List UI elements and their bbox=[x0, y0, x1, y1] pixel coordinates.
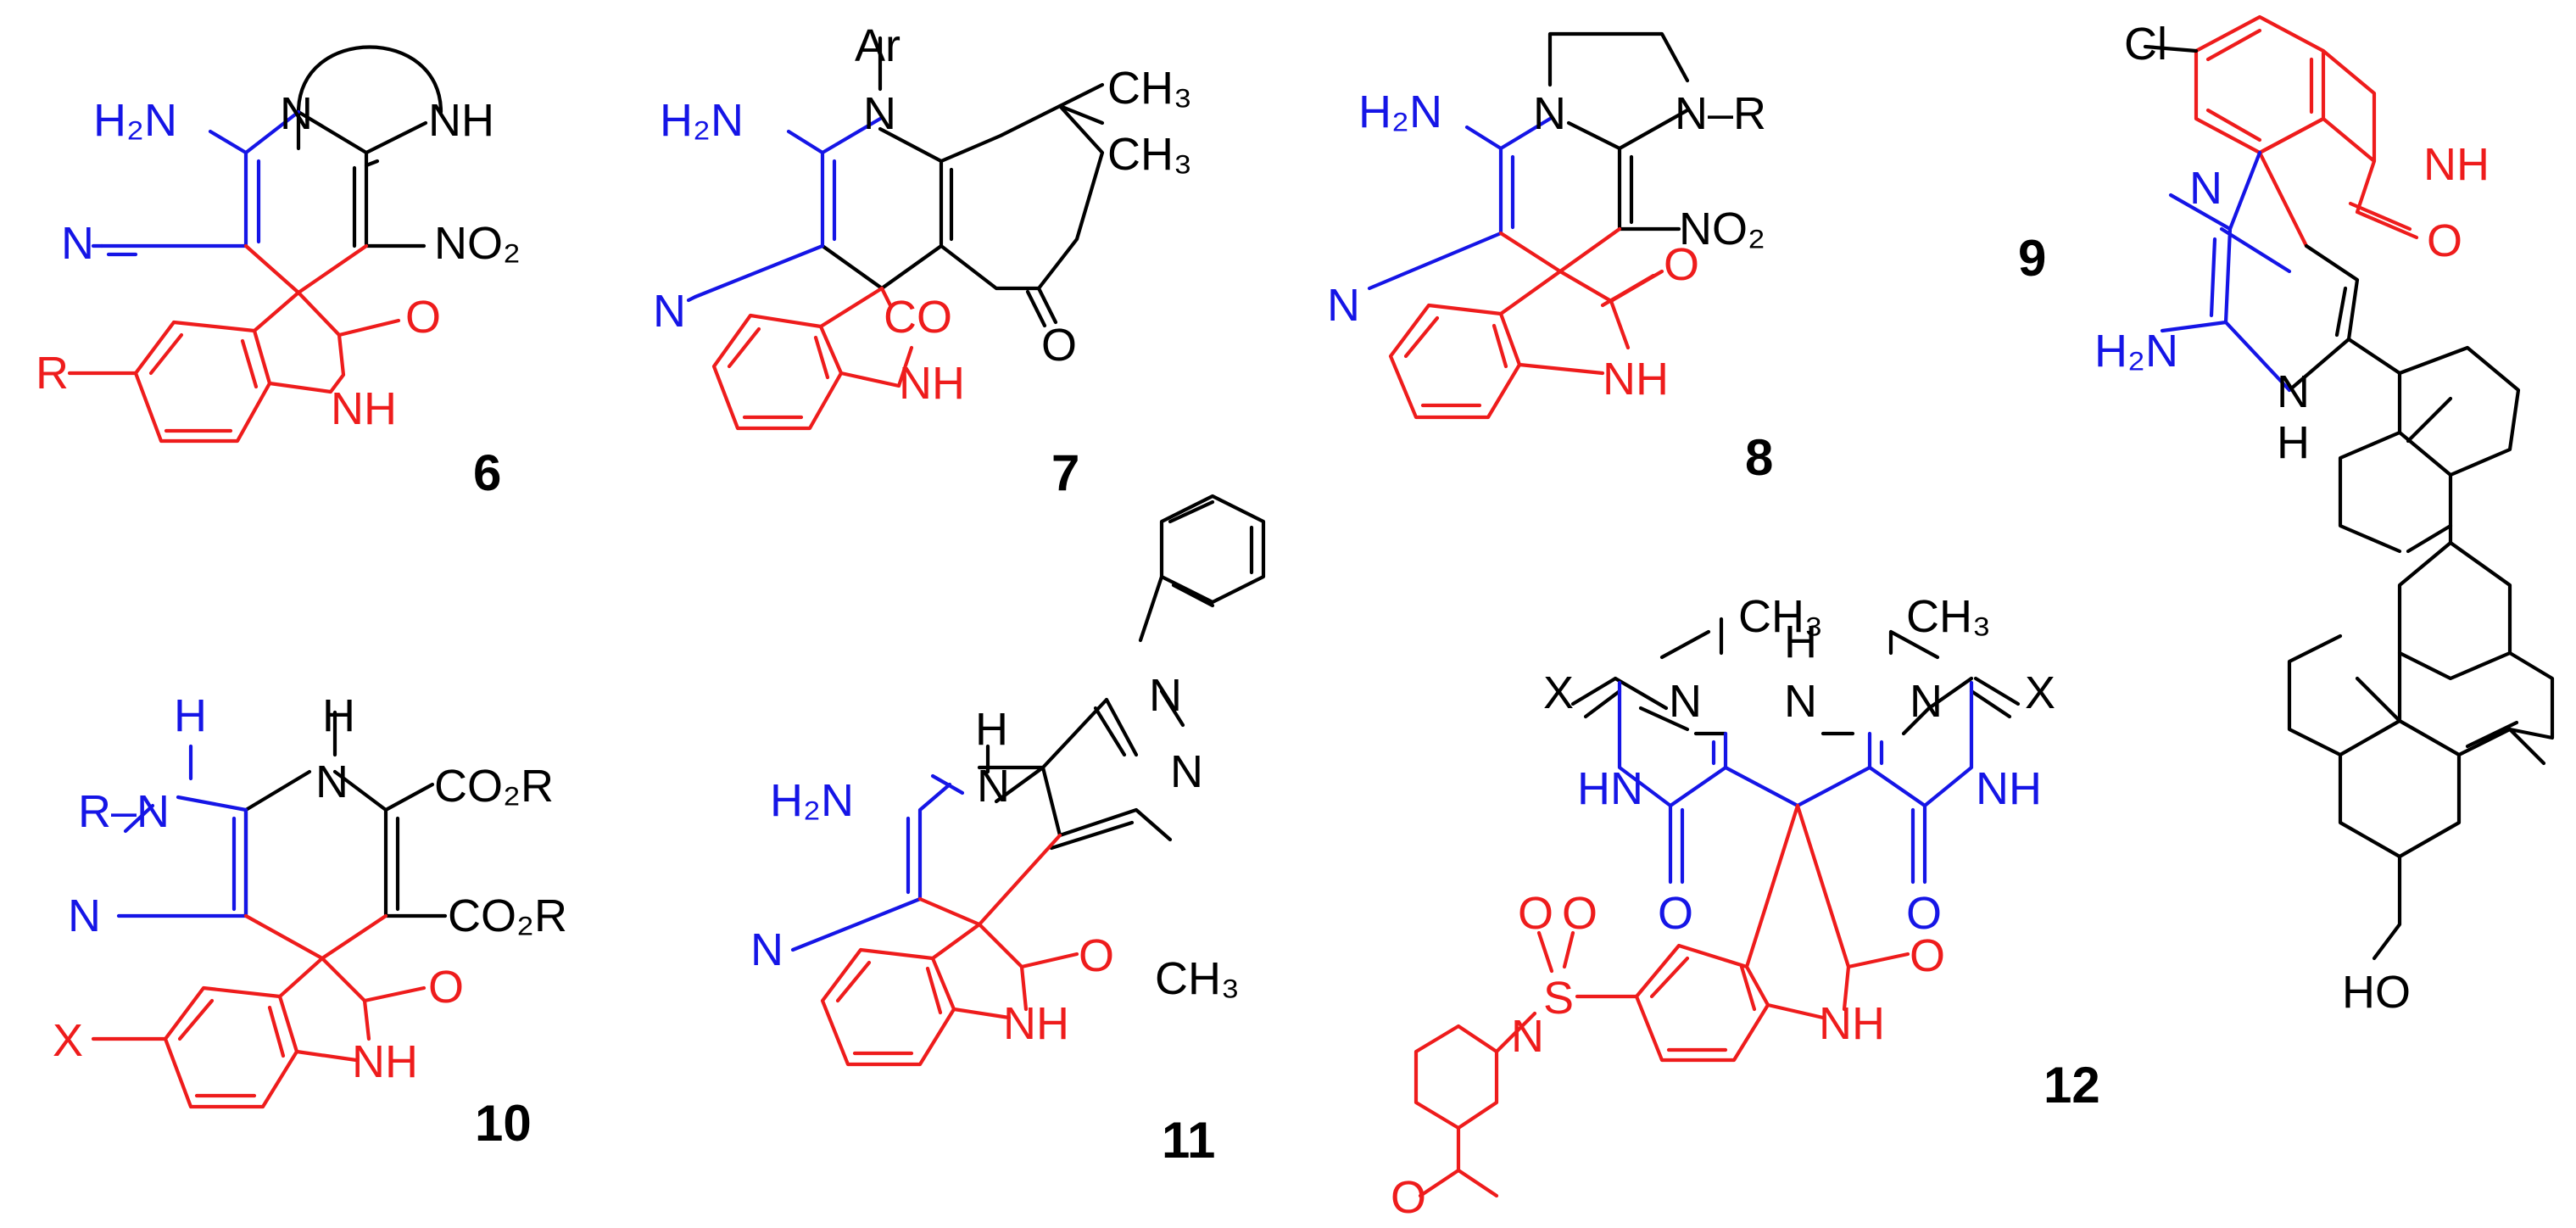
c10-ring-n: N bbox=[315, 756, 348, 807]
c8-compound-number: 8 bbox=[1745, 429, 1773, 486]
c12-sulfonyl-o1: O bbox=[1518, 888, 1553, 939]
c6-lactam-nh: NH bbox=[331, 383, 397, 434]
compound-8: H₂N N N–R NO₂ N O NH 8 bbox=[1327, 31, 1773, 486]
c12-sulfonyl-o2: O bbox=[1562, 888, 1597, 939]
compound-9-labels: Cl NH O N H₂N N H HO 9 bbox=[2018, 19, 2490, 1018]
c6-nitrile-n: N bbox=[61, 218, 94, 269]
c10-amine-h: H bbox=[174, 690, 207, 741]
c8-amino: H₂N bbox=[1358, 87, 1442, 137]
c9-hydroxyl: HO bbox=[2342, 967, 2411, 1018]
c12-morpholine-n: N bbox=[1511, 1011, 1544, 1062]
c6-n-ring: N bbox=[280, 88, 313, 139]
c7-methyl-1: CH₃ bbox=[1107, 63, 1192, 114]
c12-center-n: N bbox=[1784, 676, 1817, 727]
c11-compound-number: 11 bbox=[1162, 1112, 1215, 1169]
c11-pyrazole-n1: N bbox=[1149, 670, 1182, 721]
c12-morpholine-o: O bbox=[1391, 1172, 1426, 1223]
c12-x-left: X bbox=[1543, 667, 1574, 718]
c11-nitrile-n: N bbox=[750, 924, 783, 975]
c12-o-right: O bbox=[1906, 888, 1942, 939]
compound-12: CH₃ CH₃ H N N N X X HN NH O O O O S N O … bbox=[1391, 591, 2100, 1223]
compound-6-bonds bbox=[67, 45, 443, 444]
compound-9: Cl NH O N H₂N N H HO 9 bbox=[2018, 14, 2555, 1018]
c9-lactam-nh: NH bbox=[2423, 139, 2490, 190]
c11-lactam-nh: NH bbox=[1003, 998, 1069, 1049]
c7-aryl: Ar bbox=[855, 20, 900, 71]
compound-11-bonds bbox=[790, 494, 1266, 1067]
compound-7-labels: Ar N H₂N CH₃ CH₃ N CO NH O 7 bbox=[653, 20, 1192, 501]
c9-ring-h: H bbox=[2277, 417, 2310, 468]
c9-ring-n: N bbox=[2277, 366, 2310, 417]
compound-6-labels: H₂N N NH N NO₂ O NH R 6 bbox=[36, 88, 521, 501]
c9-carbonyl-o: O bbox=[2427, 215, 2462, 266]
compound-10-bonds bbox=[91, 710, 448, 1109]
c12-x-right: X bbox=[2025, 667, 2055, 718]
compound-12-bonds bbox=[1413, 617, 2021, 1198]
c8-n-ring: N bbox=[1533, 88, 1566, 139]
c11-amino: H₂N bbox=[770, 775, 854, 826]
compound-7-bonds bbox=[686, 36, 1105, 431]
c6-compound-number: 6 bbox=[473, 444, 501, 501]
c8-n-r: N–R bbox=[1675, 88, 1766, 139]
c9-compound-number: 9 bbox=[2018, 230, 2046, 287]
c7-methyl-2: CH₃ bbox=[1107, 129, 1192, 180]
c6-carbonyl-o: O bbox=[405, 292, 441, 343]
compound-9-bonds bbox=[2143, 14, 2555, 961]
c10-carbonyl-o: O bbox=[428, 962, 464, 1013]
compound-11: H H₂N N N N N CH₃ O NH 11 bbox=[750, 494, 1266, 1169]
c6-nh: NH bbox=[428, 95, 494, 146]
c11-methyl: CH₃ bbox=[1155, 953, 1240, 1004]
c7-nitrile-n: N bbox=[653, 286, 686, 337]
c12-n-left: N bbox=[1669, 676, 1702, 727]
c9-chloro: Cl bbox=[2124, 19, 2167, 70]
c10-ring-h: H bbox=[322, 690, 355, 741]
c12-hn-left: HN bbox=[1577, 763, 1643, 814]
c11-ring-n: N bbox=[977, 761, 1010, 812]
c6-substituent: R bbox=[36, 348, 69, 399]
c10-r-nh: R–N bbox=[78, 786, 170, 837]
c7-n-ring: N bbox=[863, 88, 896, 139]
c12-o-left: O bbox=[1658, 888, 1693, 939]
c8-nitrile-n: N bbox=[1327, 280, 1360, 331]
compound-10: H H N R–N CO₂R CO₂R N O NH X 10 bbox=[53, 690, 567, 1152]
c7-lactam-co: CO bbox=[884, 292, 952, 343]
c12-lactam-nh: NH bbox=[1819, 998, 1885, 1049]
compound-8-bonds bbox=[1367, 31, 1690, 420]
c7-amino: H₂N bbox=[660, 95, 744, 146]
c12-carbonyl-o: O bbox=[1910, 930, 1945, 981]
c8-carbonyl-o: O bbox=[1664, 239, 1699, 290]
compound-11-labels: H H₂N N N N N CH₃ O NH 11 bbox=[750, 670, 1240, 1169]
c9-nitrile-n: N bbox=[2189, 163, 2222, 214]
c8-nitro: NO₂ bbox=[1679, 204, 1765, 254]
compound-6: H₂N N NH N NO₂ O NH R 6 bbox=[36, 45, 521, 501]
c7-compound-number: 7 bbox=[1051, 444, 1079, 501]
compound-8-labels: H₂N N N–R NO₂ N O NH 8 bbox=[1327, 87, 1773, 486]
c12-center-h: H bbox=[1784, 617, 1817, 667]
c12-methyl-1: CH₃ bbox=[1738, 591, 1823, 642]
c12-methyl-2: CH₃ bbox=[1906, 591, 1991, 642]
c12-n-right: N bbox=[1910, 676, 1943, 727]
c11-pyrazole-n2: N bbox=[1170, 746, 1203, 797]
c10-ester-1: CO₂R bbox=[434, 761, 554, 812]
c12-sulfur: S bbox=[1543, 973, 1574, 1024]
c10-nitrile-n: N bbox=[68, 890, 101, 941]
c10-lactam-nh: NH bbox=[352, 1036, 418, 1087]
compound-10-labels: H H N R–N CO₂R CO₂R N O NH X 10 bbox=[53, 690, 567, 1152]
c7-lactam-nh: NH bbox=[899, 358, 965, 409]
c11-ring-h: H bbox=[975, 704, 1008, 755]
c10-ester-2: CO₂R bbox=[448, 890, 567, 941]
compound-12-labels: CH₃ CH₃ H N N N X X HN NH O O O O S N O … bbox=[1391, 591, 2100, 1223]
c11-carbonyl-o: O bbox=[1079, 930, 1114, 981]
c9-amino: H₂N bbox=[2094, 326, 2178, 377]
c10-substituent: X bbox=[53, 1015, 83, 1066]
c12-compound-number: 12 bbox=[2044, 1057, 2100, 1114]
c7-ketone-o: O bbox=[1041, 320, 1077, 371]
c12-nh-right: NH bbox=[1976, 763, 2042, 814]
c8-lactam-nh: NH bbox=[1603, 354, 1669, 405]
c10-compound-number: 10 bbox=[475, 1095, 532, 1152]
c6-amino: H₂N bbox=[93, 95, 177, 146]
compound-7: Ar N H₂N CH₃ CH₃ N CO NH O 7 bbox=[653, 20, 1192, 501]
c6-nitro: NO₂ bbox=[434, 218, 521, 269]
